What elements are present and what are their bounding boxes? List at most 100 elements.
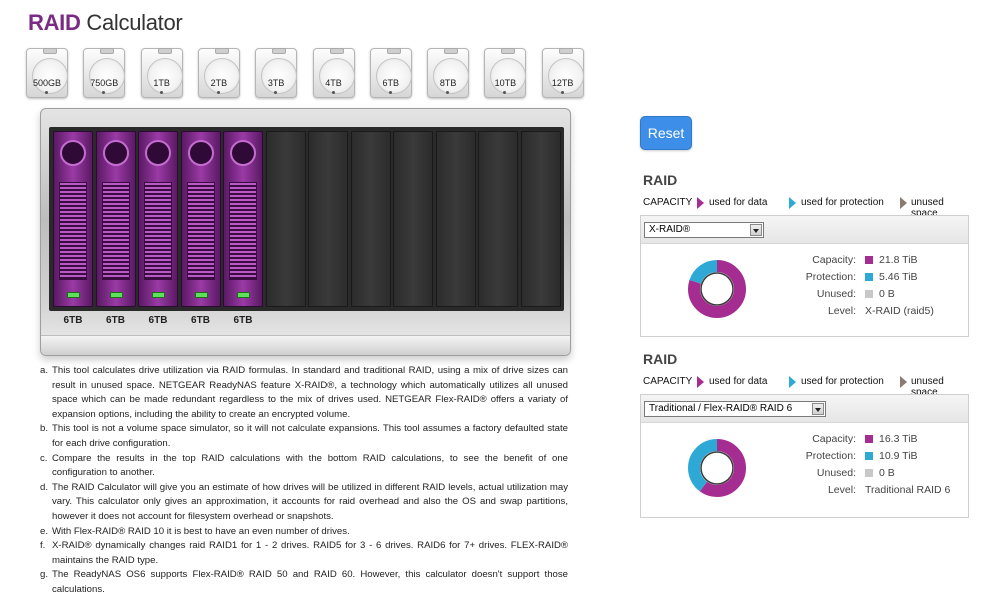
protection-value: 5.46 TiB bbox=[865, 271, 918, 283]
drive-button-750gb[interactable]: 750GB bbox=[81, 48, 127, 100]
drive-logo-icon bbox=[102, 140, 129, 166]
disc-icon bbox=[547, 58, 584, 94]
capacity-value: 16.3 TiB bbox=[865, 433, 918, 445]
bay-size-label: 6TB bbox=[63, 315, 83, 326]
legend-unused: unused space bbox=[911, 376, 944, 398]
disc-icon bbox=[32, 58, 68, 94]
drive-bay-empty[interactable] bbox=[350, 131, 391, 307]
drive-button-500gb[interactable]: 500GB bbox=[24, 48, 70, 100]
drive-size-label: 4TB bbox=[325, 78, 342, 88]
drive-bay-installed[interactable] bbox=[180, 131, 221, 307]
drive-icon bbox=[26, 48, 68, 98]
capacity-label: Capacity: bbox=[812, 254, 856, 266]
donut-segment-data bbox=[688, 260, 746, 318]
disc-icon bbox=[146, 58, 183, 94]
protection-swatch-icon bbox=[865, 452, 873, 460]
disc-icon bbox=[375, 58, 412, 94]
unused-legend-icon bbox=[900, 376, 907, 388]
protection-value: 10.9 TiB bbox=[865, 450, 918, 462]
dropdown-indicator-icon bbox=[503, 91, 507, 94]
donut-segment-protection bbox=[688, 439, 746, 497]
disc-icon bbox=[89, 58, 126, 94]
drive-bay-empty[interactable] bbox=[393, 131, 433, 307]
drive-icon bbox=[369, 48, 412, 98]
dropdown-indicator-icon bbox=[560, 91, 564, 94]
title-rest: Calculator bbox=[80, 10, 183, 35]
drive-bay-installed[interactable] bbox=[53, 131, 93, 307]
drive-led-icon bbox=[152, 292, 165, 298]
protection-legend-icon bbox=[789, 376, 796, 388]
drive-grill bbox=[144, 182, 172, 280]
drive-size-label: 2TB bbox=[210, 78, 228, 88]
disc-icon bbox=[261, 58, 298, 94]
drive-bay-installed[interactable] bbox=[95, 131, 136, 307]
drive-icon bbox=[197, 48, 240, 98]
capacity-donut-chart bbox=[688, 439, 746, 497]
note-item: a.This tool calculates drive utilization… bbox=[40, 364, 568, 422]
raid-legend: CAPACITY used for data used for protection… bbox=[643, 376, 973, 398]
raid-type-select[interactable]: Traditional / Flex-RAID® RAID 6 bbox=[644, 401, 826, 417]
drive-tab bbox=[329, 48, 344, 54]
drive-tab bbox=[386, 48, 401, 54]
bay-size-label: 6TB bbox=[106, 315, 125, 326]
drive-icon bbox=[541, 48, 584, 98]
capacity-donut-chart bbox=[688, 260, 746, 318]
note-text: With Flex-RAID® RAID 10 it is best to ha… bbox=[52, 525, 350, 537]
drive-led-icon bbox=[67, 292, 80, 298]
bay-size-label: 6TB bbox=[191, 315, 210, 326]
drive-bay-empty[interactable] bbox=[265, 131, 306, 307]
note-text: This tool calculates drive utilization v… bbox=[52, 365, 568, 420]
drive-bay-empty[interactable] bbox=[520, 131, 561, 307]
drive-button-10tb[interactable]: 10TB bbox=[482, 48, 528, 100]
drive-bay-installed[interactable] bbox=[138, 131, 178, 307]
drive-tab bbox=[444, 48, 459, 54]
drive-button-12tb[interactable]: 12TB bbox=[540, 48, 586, 100]
note-text: X-RAID® dynamically changes raid RAID1 f… bbox=[52, 540, 568, 566]
drive-bay-empty[interactable] bbox=[435, 131, 476, 307]
protection-amount: 5.46 TiB bbox=[879, 271, 918, 283]
protection-swatch-icon bbox=[865, 273, 873, 281]
note-item: b.This tool is not a volume space simula… bbox=[40, 422, 568, 451]
legend-unused: unused space bbox=[911, 197, 944, 219]
reset-button[interactable]: Reset bbox=[640, 116, 692, 150]
drive-bay-empty[interactable] bbox=[478, 131, 518, 307]
raid-heading: RAID bbox=[643, 351, 678, 367]
drive-tab bbox=[157, 48, 172, 54]
drive-grill bbox=[101, 182, 130, 280]
legend-data: used for data bbox=[709, 376, 768, 387]
note-item: c.Compare the results in the top RAID ca… bbox=[40, 452, 568, 481]
chevron-down-icon bbox=[750, 224, 762, 236]
drive-tab bbox=[214, 48, 229, 54]
note-marker: b. bbox=[40, 423, 49, 435]
legend-data: used for data bbox=[709, 197, 768, 208]
note-item: f. X-RAID® dynamically changes raid RAID1… bbox=[40, 539, 568, 568]
protection-label: Protection: bbox=[805, 450, 856, 462]
data-legend-icon bbox=[697, 197, 704, 209]
drive-logo-icon bbox=[187, 140, 214, 166]
note-marker: f. bbox=[40, 540, 46, 552]
drive-button-2tb[interactable]: 2TB bbox=[196, 48, 242, 100]
unused-amount: 0 B bbox=[879, 467, 895, 479]
dropdown-indicator-icon bbox=[274, 91, 278, 94]
drive-button-8tb[interactable]: 8TB bbox=[425, 48, 471, 100]
drive-button-3tb[interactable]: 3TB bbox=[253, 48, 299, 100]
unused-label: Unused: bbox=[816, 288, 856, 300]
drive-button-6tb[interactable]: 6TB bbox=[368, 48, 414, 100]
drive-grill bbox=[59, 182, 87, 280]
disc-icon bbox=[318, 58, 355, 94]
dropdown-indicator-icon bbox=[388, 91, 392, 94]
dropdown-indicator-icon bbox=[159, 91, 163, 94]
note-item: d.The RAID Calculator will give you an e… bbox=[40, 481, 568, 525]
raid-type-select[interactable]: X-RAID® bbox=[644, 222, 764, 238]
drive-bay-installed[interactable] bbox=[223, 131, 263, 307]
drive-logo-icon bbox=[230, 140, 256, 166]
drive-size-label: 6TB bbox=[382, 78, 400, 88]
drive-icon bbox=[427, 48, 470, 98]
drive-button-1tb[interactable]: 1TB bbox=[139, 48, 185, 100]
drive-bay-empty[interactable] bbox=[308, 131, 348, 307]
drive-button-4tb[interactable]: 4TB bbox=[311, 48, 357, 100]
legend-capacity: CAPACITY bbox=[643, 376, 693, 387]
legend-protection: used for protection bbox=[801, 376, 884, 387]
disc-icon bbox=[490, 58, 527, 94]
